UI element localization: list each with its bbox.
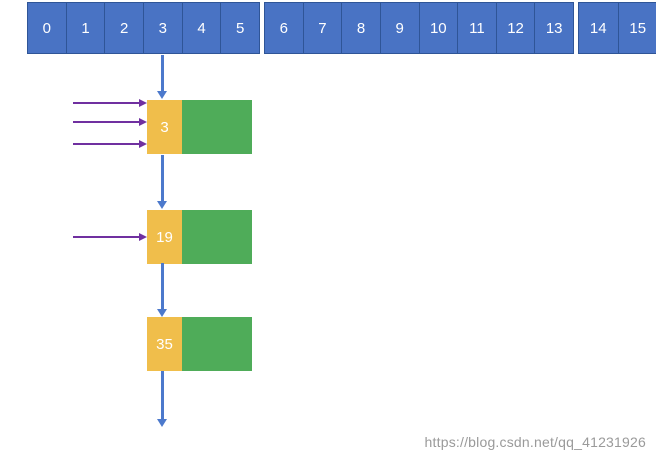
- bucket-cell-15: 15: [617, 2, 656, 54]
- chain-node-2: 19: [147, 210, 252, 264]
- bucket-cell-13: 13: [534, 2, 574, 54]
- bucket-cell-2: 2: [104, 2, 145, 54]
- arrow-head-icon: [139, 118, 147, 126]
- bucket-group-0: 0 1 2 3 4 5: [27, 2, 261, 54]
- watermark-url: https://blog.csdn.net/qq_41231926: [424, 434, 646, 450]
- bucket-cell-12: 12: [495, 2, 536, 54]
- bucket-cell-9: 9: [379, 2, 420, 54]
- bucket-cell-5: 5: [220, 2, 261, 54]
- bucket-cell-14: 14: [578, 2, 619, 54]
- arrow-line: [73, 143, 139, 145]
- bucket-cell-1: 1: [65, 2, 106, 54]
- chain-node-3: 35: [147, 317, 252, 371]
- bucket-cell-0: 0: [27, 2, 67, 54]
- bucket-cell-11: 11: [457, 2, 497, 54]
- bucket-cell-3: 3: [143, 2, 183, 54]
- bucket-cell-6: 6: [264, 2, 304, 54]
- chain-node-1: 3: [147, 100, 252, 154]
- arrow-line: [73, 236, 139, 238]
- arrow-line: [73, 121, 139, 123]
- node-next-pointer: [182, 317, 252, 371]
- node-next-pointer: [182, 100, 252, 154]
- node-key: 35: [147, 317, 182, 371]
- arrow-head-icon: [157, 91, 167, 99]
- arrow-head-icon: [157, 201, 167, 209]
- arrow-head-icon: [139, 140, 147, 148]
- bucket-cell-4: 4: [181, 2, 222, 54]
- bucket-cell-7: 7: [302, 2, 343, 54]
- arrow-line: [161, 263, 164, 310]
- node-next-pointer: [182, 210, 252, 264]
- arrow-head-icon: [139, 99, 147, 107]
- bucket-group-1: 6 7 8 9 10 11 12 13: [264, 2, 574, 54]
- arrow-line: [161, 371, 164, 419]
- bucket-group-2: 14 15: [578, 2, 656, 54]
- arrow-line: [161, 55, 164, 92]
- bucket-cell-8: 8: [341, 2, 381, 54]
- node-key: 3: [147, 100, 182, 154]
- arrow-line: [161, 155, 164, 202]
- bucket-cell-10: 10: [418, 2, 459, 54]
- arrow-line: [73, 102, 139, 104]
- arrow-head-icon: [157, 309, 167, 317]
- arrow-head-icon: [139, 233, 147, 241]
- node-key: 19: [147, 210, 182, 264]
- arrow-head-icon: [157, 419, 167, 427]
